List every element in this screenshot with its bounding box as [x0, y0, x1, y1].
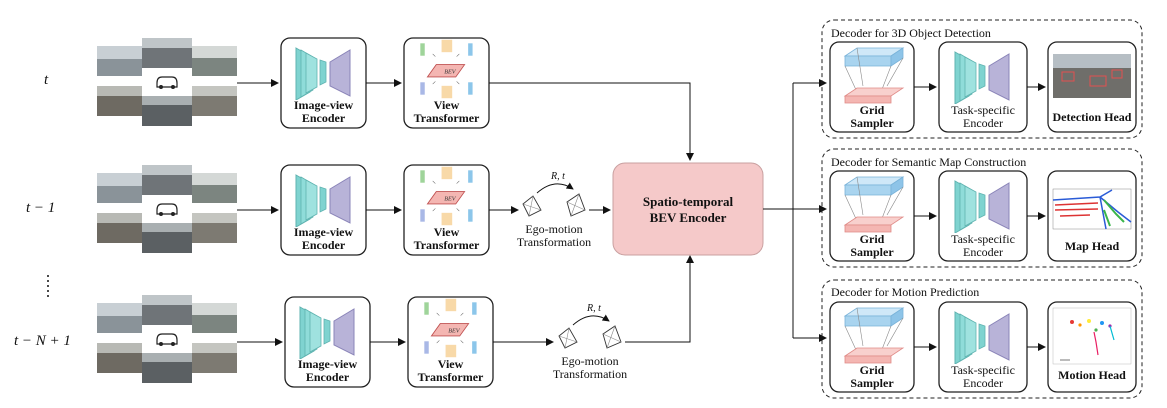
ellipsis-dots: [47, 275, 49, 297]
motion-head-label: Motion Head: [1058, 368, 1126, 382]
rt-label-t-1: R, t: [551, 171, 565, 182]
ego-motion-icon-t-1: [522, 193, 586, 217]
decoder-box-detection: [821, 19, 1143, 139]
decoder-box-motion: [821, 279, 1143, 399]
decoder-title-detection: Decoder for 3D Object Detection: [831, 26, 991, 40]
detection-thumbnail: [1053, 54, 1131, 98]
map-thumbnail: [1052, 188, 1132, 230]
decoder-title-motion: Decoder for Motion Prediction: [831, 285, 980, 299]
camera-images-t-1: [97, 165, 237, 254]
time-label-t-n: t − N + 1: [14, 333, 71, 349]
camera-images-t: [97, 38, 237, 127]
ego-motion-icon-t-n: [558, 325, 622, 349]
time-label-t-1: t − 1: [26, 200, 56, 216]
time-label-t: t: [44, 72, 49, 88]
detection-head-label: Detection Head: [1052, 110, 1132, 124]
camera-images-t-n: [97, 295, 237, 384]
map-head-label: Map Head: [1064, 239, 1120, 253]
rt-label-t-n: R, t: [587, 303, 601, 314]
decoder-box-map: [821, 148, 1143, 268]
motion-thumbnail: [1052, 307, 1132, 365]
decoder-title-map: Decoder for Semantic Map Construction: [831, 155, 1027, 169]
